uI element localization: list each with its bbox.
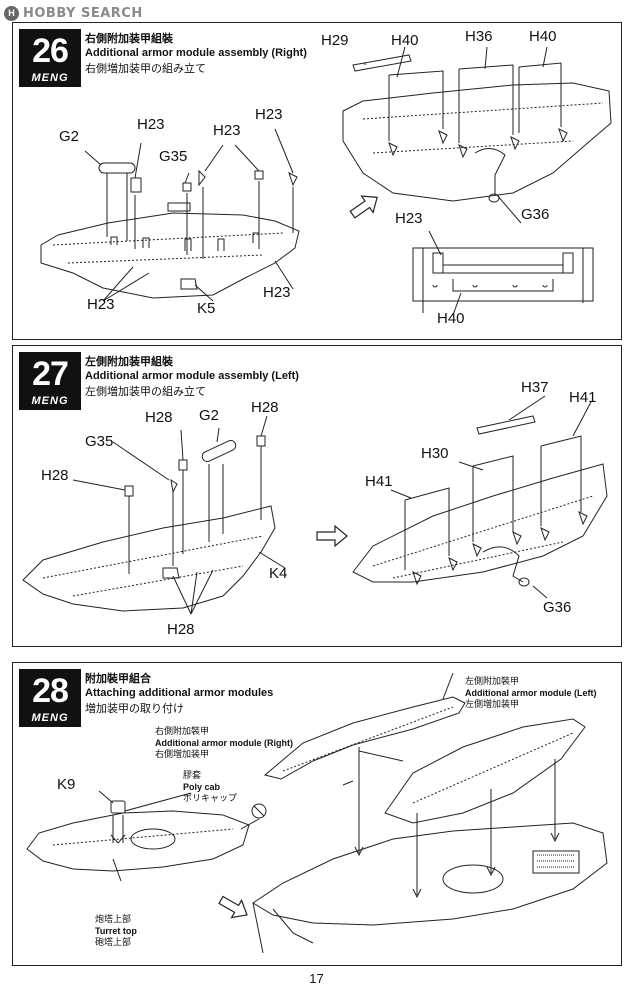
hull-plate-left-after [352,463,608,583]
part-K5 [180,278,198,290]
part-label: H28 [251,399,279,416]
step-number-badge: 27 MENG [19,352,81,410]
part-G36 [482,546,530,587]
part-label: H40 [391,32,419,49]
part-label: H36 [465,28,493,45]
part-K4 [162,567,180,579]
step-title-jp: 増加装甲の取り付け [85,702,184,715]
hobby-search-logo-icon: H [4,5,19,21]
no-glue-icon [251,803,267,819]
step-title-jp: 左側増加装甲の組み立て [85,385,206,398]
part-H37 [476,415,536,435]
hull-plate-right-after [342,82,612,202]
part-label: K5 [197,300,216,317]
part-label: H29 [321,32,349,49]
step-27-diagram [22,395,608,615]
watermark: H HOBBY SEARCH [4,4,143,22]
step-title: 右側附加装甲組裝 Additional armor module assembl… [85,31,307,76]
hull-plate-right-before [40,212,300,299]
part-G2 [98,162,136,174]
hull-plate-left-before [22,505,276,612]
part-label: H30 [421,445,449,462]
step-title-cn: 右側附加装甲組裝 [85,32,173,45]
part-label: H23 [137,116,165,133]
page-number: 17 [309,971,324,986]
part-K9 [110,800,126,814]
step-28-diagram [26,672,608,954]
step-title-en: Additional armor module assembly (Left) [85,370,299,382]
turret-top-left [26,810,250,872]
part-H30 [472,455,514,542]
part-label: G35 [159,148,188,165]
part-label: H28 [41,467,69,484]
part-H41-2 [540,435,582,526]
step-title: 左側附加装甲組裝 Additional armor module assembl… [85,354,299,399]
armor-module-right [263,696,466,780]
part-label: H40 [529,28,557,45]
armor-module-left [384,718,586,824]
part-label: G2 [59,128,80,145]
part-label: G2 [199,407,220,424]
step-title-cn: 左側附加装甲組裝 [85,355,173,368]
step-number: 26 [32,32,69,70]
right-arrow-icon [316,524,348,548]
step-title-en: Attaching additional armor modules [85,687,274,699]
step-number: 27 [32,355,69,393]
hull-turret-base [252,822,608,926]
part-label: H23 [213,122,241,139]
brand-logo: MENG [31,712,69,724]
part-H41 [404,487,450,570]
step-27-panel: 27 MENG 左側附加装甲組裝 Additional armor module… [12,345,622,647]
step-number-badge: 26 MENG [19,29,81,87]
part-label: H41 [365,473,393,490]
callout-right-module: 右側附加裝甲 Additional armor module (Right) 右… [155,727,293,760]
part-G36 [474,148,506,203]
step-28-panel: 28 MENG 附加裝甲組合 Attaching additional armo… [12,662,622,966]
step-title-cn: 附加裝甲組合 [85,672,151,685]
right-arrow-icon [218,895,248,919]
brand-logo: MENG [31,395,69,407]
step-title: 附加裝甲組合 Attaching additional armor module… [85,671,273,716]
part-label: H23 [255,106,283,123]
step-title-jp: 右側増加装甲の組み立て [85,62,206,75]
part-label: G36 [543,599,572,616]
part-label: G36 [521,206,550,223]
part-label-K9: K9 [57,776,76,793]
part-label: H23 [263,284,291,301]
step-number: 28 [32,672,69,710]
callout-turret-top: 炮塔上部 Turret top 砲塔上部 [95,915,137,948]
step-26-diagram [40,46,612,316]
part-label: K4 [269,565,288,582]
part-label: H41 [569,389,597,406]
part-label: H28 [167,621,195,638]
part-H40-2 [518,62,562,133]
part-label: H28 [145,409,173,426]
step-title-en: Additional armor module assembly (Right) [85,47,307,59]
part-H29 [352,54,412,72]
part-label: H37 [521,379,549,396]
part-label: H40 [437,310,465,327]
part-H36 [458,64,514,143]
part-label: H23 [87,296,115,313]
callout-poly-cab: 膠套 Poly cab ポリキャップ [183,771,238,804]
part-H40 [388,70,444,141]
part-label: G35 [85,433,114,450]
step-26-panel: 26 MENG 右側附加装甲組裝 Additional armor module… [12,22,622,340]
brand-logo: MENG [31,72,69,84]
right-arrow-icon [349,195,378,219]
step-number-badge: 28 MENG [19,669,81,727]
callout-left-module: 左側附加裝甲 Additional armor module (Left) 左側… [465,677,597,710]
part-G2 [201,440,237,462]
part-label: H23 [395,210,423,227]
watermark-text: HOBBY SEARCH [23,5,143,21]
